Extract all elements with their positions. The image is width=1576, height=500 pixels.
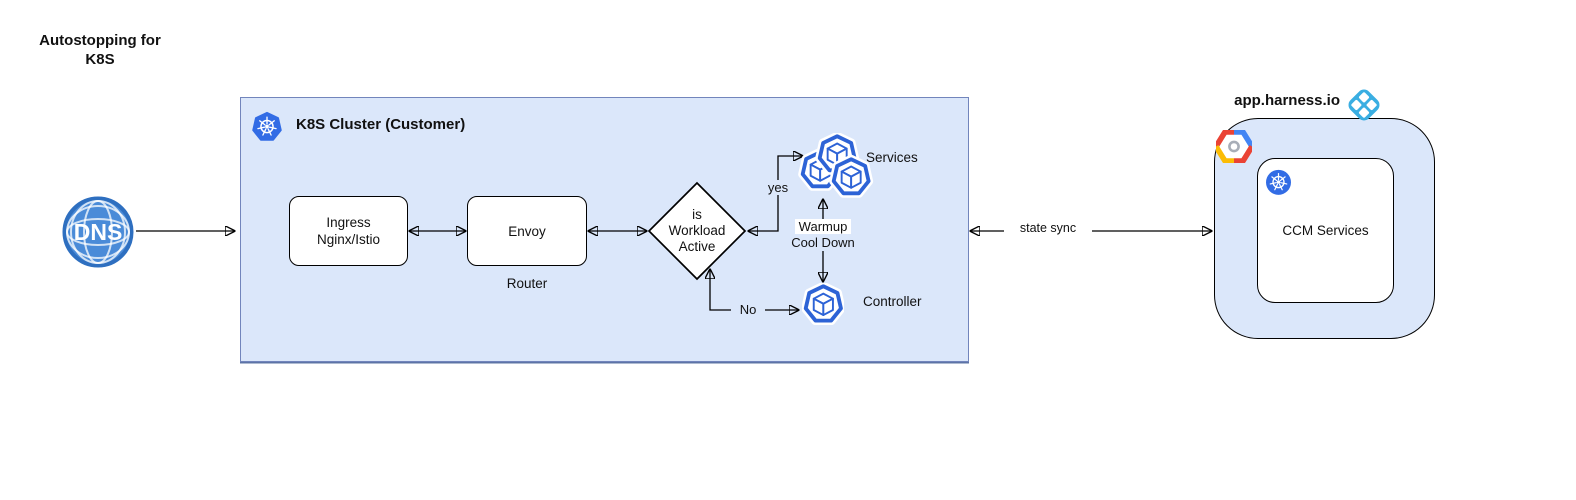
ingress-label-line2: Nginx/Istio <box>316 232 381 247</box>
dns-label: DNS <box>74 219 123 245</box>
harness-domain-label: app.harness.io <box>1234 92 1340 109</box>
page-title-line2: K8S <box>85 51 115 68</box>
harness-logo-icon <box>1348 89 1380 121</box>
warmup-line1: Warmup <box>794 219 852 234</box>
page-title-line1: Autostopping for <box>39 32 161 49</box>
decision-line3: Active <box>678 239 716 254</box>
services-pods-icon <box>796 133 874 201</box>
envoy-node: Envoy <box>467 196 587 266</box>
dns-globe-icon: DNS <box>62 196 134 268</box>
router-label: Router <box>506 276 548 291</box>
controller-pod-icon <box>802 283 844 325</box>
ccm-services-label: CCM Services <box>1282 223 1369 238</box>
edge-label-yes: yes <box>761 180 795 195</box>
controller-label: Controller <box>863 294 922 309</box>
decision-line1: is <box>692 207 702 222</box>
edge-label-warmup-cooldown: Warmup Cool Down <box>775 219 871 250</box>
page-title: Autostopping for K8S <box>26 31 174 69</box>
ingress-node: Ingress Nginx/Istio <box>289 196 408 266</box>
gcp-hexagon-icon <box>1216 130 1252 163</box>
ccm-kubernetes-icon <box>1266 169 1291 195</box>
decision-line2: Workload <box>668 223 726 238</box>
cluster-title: K8S Cluster (Customer) <box>296 116 466 133</box>
decision-label: is Workload Active <box>646 180 748 282</box>
warmup-line2: Cool Down <box>791 234 855 250</box>
decision-diamond <box>647 181 747 281</box>
envoy-label: Envoy <box>508 223 546 239</box>
services-label: Services <box>866 150 918 165</box>
edge-label-state-sync: state sync <box>1004 221 1092 235</box>
kubernetes-icon <box>252 111 282 141</box>
ingress-label-line1: Ingress <box>326 215 371 230</box>
edge-label-no: No <box>731 302 765 317</box>
